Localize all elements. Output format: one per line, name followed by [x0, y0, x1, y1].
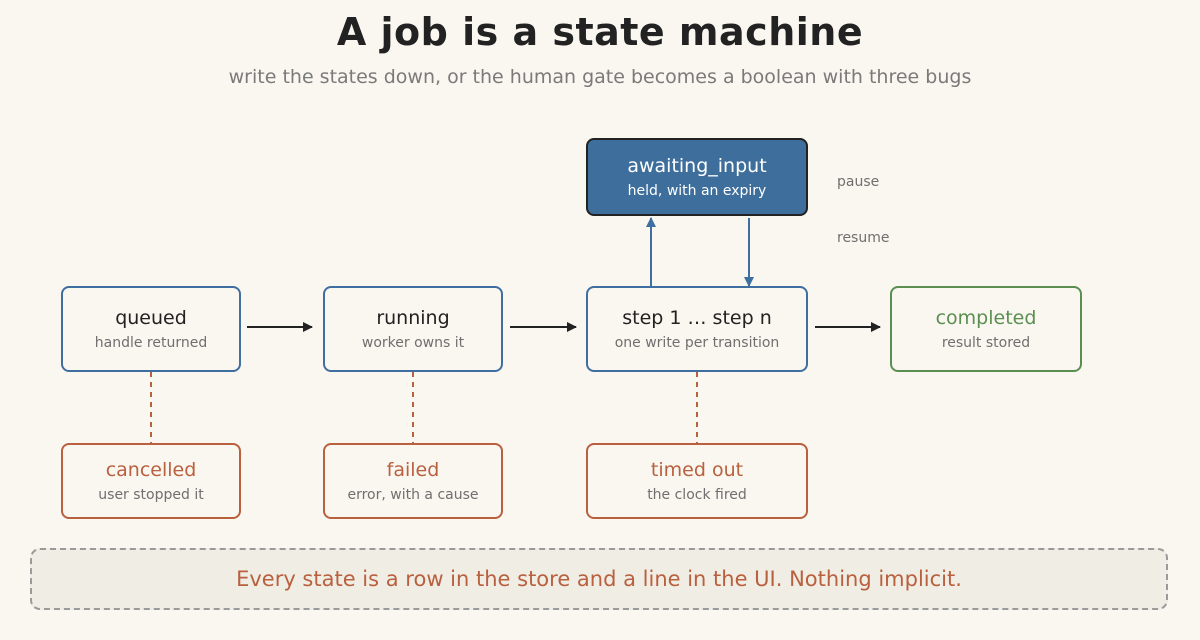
footer-note-banner: Every state is a row in the store and a …: [30, 548, 1168, 610]
edge-label-pause: pause: [837, 174, 880, 190]
footer-note-text: Every state is a row in the store and a …: [236, 567, 962, 591]
node-steps: step 1 … step n one write per transition: [586, 286, 808, 372]
diagram-subtitle: write the states down, or the human gate…: [228, 66, 972, 88]
node-failed: failed error, with a cause: [323, 443, 503, 519]
node-timed-out-desc: the clock fired: [647, 486, 747, 503]
node-awaiting-input-name: awaiting_input: [627, 154, 767, 177]
node-failed-name: failed: [386, 458, 440, 481]
node-queued-name: queued: [115, 306, 187, 329]
node-queued-desc: handle returned: [94, 334, 208, 351]
node-completed: completed result stored: [890, 286, 1082, 372]
node-cancelled-name: cancelled: [105, 458, 197, 481]
node-completed-name: completed: [935, 306, 1037, 329]
node-failed-desc: error, with a cause: [347, 486, 479, 503]
node-running: running worker owns it: [323, 286, 503, 372]
node-running-desc: worker owns it: [361, 334, 465, 351]
node-completed-desc: result stored: [941, 334, 1031, 351]
node-awaiting-input-desc: held, with an expiry: [627, 182, 767, 199]
node-cancelled-desc: user stopped it: [98, 486, 204, 503]
node-queued: queued handle returned: [61, 286, 241, 372]
node-steps-name: step 1 … step n: [622, 306, 772, 329]
node-cancelled: cancelled user stopped it: [61, 443, 241, 519]
node-running-name: running: [376, 306, 450, 329]
node-steps-desc: one write per transition: [614, 334, 780, 351]
edge-label-resume: resume: [837, 230, 890, 246]
diagram-title: A job is a state machine: [336, 10, 864, 54]
node-timed-out-name: timed out: [650, 458, 744, 481]
node-timed-out: timed out the clock fired: [586, 443, 808, 519]
node-awaiting-input: awaiting_input held, with an expiry: [586, 138, 808, 216]
